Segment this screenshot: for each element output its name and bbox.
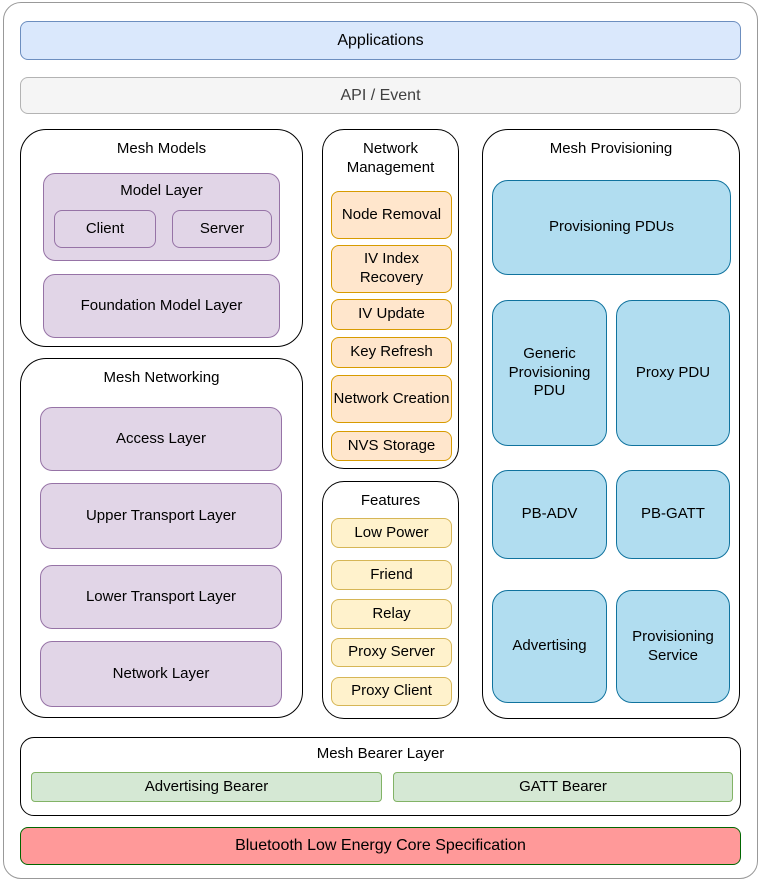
server-box: Server	[172, 210, 272, 248]
features-group: Features Low Power Friend Relay Proxy Se…	[322, 481, 459, 719]
key-refresh-box: Key Refresh	[331, 337, 452, 368]
mesh-provisioning-group: Mesh Provisioning Provisioning PDUs Gene…	[482, 129, 740, 719]
gatt-bearer-box: GATT Bearer	[393, 772, 733, 802]
iv-update-box: IV Update	[331, 299, 452, 330]
mesh-bearer-layer-group: Mesh Bearer Layer Advertising Bearer GAT…	[20, 737, 741, 816]
nvs-storage-box: NVS Storage	[331, 431, 452, 461]
low-power-box: Low Power	[331, 518, 452, 548]
access-layer-box: Access Layer	[40, 407, 282, 471]
pb-adv-box: PB-ADV	[492, 470, 607, 559]
provisioning-pdus-box: Provisioning PDUs	[492, 180, 731, 275]
model-layer-box: Model Layer Client Server	[43, 173, 280, 261]
mesh-provisioning-title: Mesh Provisioning	[549, 140, 673, 157]
upper-transport-layer-box: Upper Transport Layer	[40, 483, 282, 549]
api-event-layer-bar: API / Event	[20, 77, 741, 114]
generic-provisioning-pdu-box: Generic Provisioning PDU	[492, 300, 607, 446]
advertising-bearer-box: Advertising Bearer	[31, 772, 382, 802]
mesh-networking-title: Mesh Networking	[103, 369, 220, 386]
network-management-title: Network Management	[346, 140, 435, 176]
advertising-box: Advertising	[492, 590, 607, 703]
lower-transport-layer-box: Lower Transport Layer	[40, 565, 282, 629]
features-title: Features	[360, 492, 421, 509]
pb-gatt-box: PB-GATT	[616, 470, 730, 559]
proxy-client-box: Proxy Client	[331, 677, 452, 706]
provisioning-service-box: Provisioning Service	[616, 590, 730, 703]
model-layer-title: Model Layer	[120, 182, 203, 199]
foundation-model-layer-box: Foundation Model Layer	[43, 274, 280, 338]
proxy-pdu-box: Proxy PDU	[616, 300, 730, 446]
mesh-bearer-layer-title: Mesh Bearer Layer	[316, 745, 445, 762]
node-removal-box: Node Removal	[331, 191, 452, 239]
mesh-models-group: Mesh Models Model Layer Client Server Fo…	[20, 129, 303, 347]
network-creation-box: Network Creation	[331, 375, 452, 423]
iv-index-recovery-box: IV Index Recovery	[331, 245, 452, 293]
proxy-server-box: Proxy Server	[331, 638, 452, 667]
friend-box: Friend	[331, 560, 452, 590]
network-layer-box: Network Layer	[40, 641, 282, 707]
relay-box: Relay	[331, 599, 452, 629]
applications-layer-bar: Applications	[20, 21, 741, 60]
network-management-group: Network Management Node Removal IV Index…	[322, 129, 459, 469]
ble-core-specification-bar: Bluetooth Low Energy Core Specification	[20, 827, 741, 865]
mesh-models-title: Mesh Models	[116, 140, 207, 157]
client-box: Client	[54, 210, 156, 248]
mesh-networking-group: Mesh Networking Access Layer Upper Trans…	[20, 358, 303, 718]
